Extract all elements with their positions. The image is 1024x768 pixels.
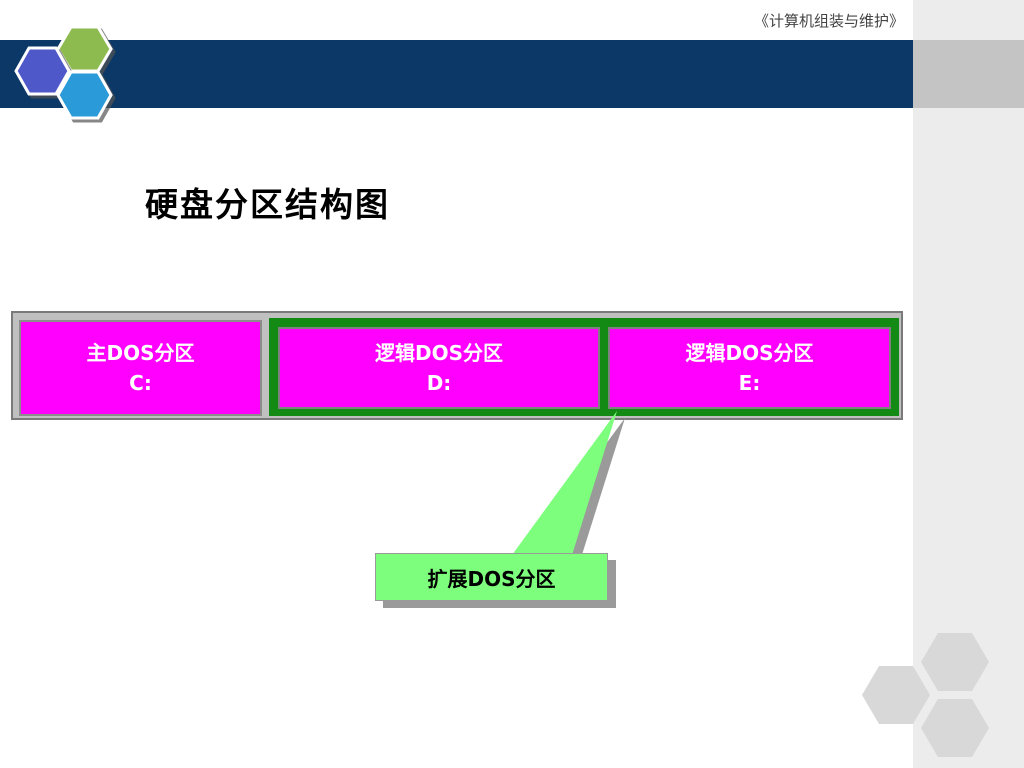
corner-hexagons-icon	[862, 633, 989, 757]
primary-partition-label: 主DOS分区	[86, 341, 195, 365]
hexagon-purple-icon	[14, 46, 71, 96]
extended-partition-callout: 扩展DOS分区	[375, 553, 608, 601]
header-band	[0, 40, 913, 108]
logical-partition-drive: D:	[426, 371, 452, 395]
page-title: 硬盘分区结构图	[145, 185, 390, 224]
logical-partition-d: 逻辑DOS分区 D:	[278, 327, 600, 409]
logical-partition-label: 逻辑DOS分区	[685, 341, 814, 365]
course-title: 《计算机组装与维护》	[753, 12, 904, 30]
callout-pointer-tip	[512, 411, 617, 555]
logical-partition-e: 逻辑DOS分区 E:	[608, 327, 891, 409]
primary-partition: 主DOS分区 C:	[19, 320, 262, 416]
hexagon-blue-icon	[56, 70, 113, 120]
logical-partition-drive: E:	[738, 371, 761, 395]
primary-partition-drive: C:	[129, 371, 152, 395]
side-band	[913, 40, 1024, 108]
hexagon-logo-icon	[14, 25, 113, 120]
logical-partition-label: 逻辑DOS分区	[374, 341, 503, 365]
